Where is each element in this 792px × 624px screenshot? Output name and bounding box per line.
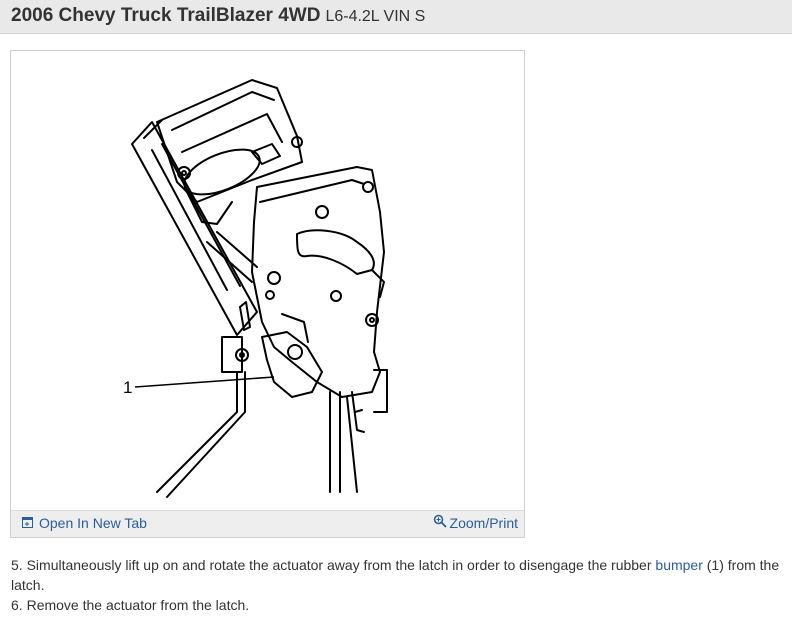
vehicle-title: 2006 Chevy Truck TrailBlazer 4WD [11, 5, 321, 26]
instruction-steps: 5. Simultaneously lift up on and rotate … [11, 555, 781, 615]
engine-spec: L6-4.2L VIN S [325, 8, 426, 25]
open-new-tab-icon [22, 515, 33, 531]
step-6: 6. Remove the actuator from the latch. [11, 595, 781, 615]
magnifier-icon [433, 514, 447, 531]
bumper-bracket [221, 336, 243, 373]
latch-plate [251, 166, 385, 398]
diagram-svg: 1 [123, 79, 388, 498]
figure-toolbar: Open In New Tab Zoom/Print [11, 510, 524, 537]
bumper-link[interactable]: bumper [655, 557, 703, 573]
cable-loop [296, 229, 375, 275]
zoom-print-link[interactable]: Zoom/Print [433, 514, 518, 531]
figure-container: 1 Open In New Tab Zoom/Print [10, 50, 525, 538]
callout-leader-line [134, 376, 275, 388]
zoom-print-label: Zoom/Print [449, 514, 518, 531]
step-5: 5. Simultaneously lift up on and rotate … [11, 555, 781, 595]
open-in-new-tab-link[interactable]: Open In New Tab [22, 515, 147, 531]
step-text-after: (1) from the latch. [11, 557, 780, 593]
step-text: Simultaneously lift up on and rotate the… [26, 557, 652, 573]
step-number: 6. [11, 597, 23, 613]
actuator-latch-diagram[interactable]: 1 [12, 52, 523, 510]
frame-rail [131, 121, 258, 336]
step-text: Remove the actuator from the latch. [26, 597, 250, 613]
latch-lever [261, 331, 323, 398]
motor-housing [156, 79, 303, 203]
open-in-new-tab-label: Open In New Tab [39, 515, 147, 531]
step-number: 5. [11, 557, 23, 573]
callout-label-1: 1 [123, 378, 132, 397]
